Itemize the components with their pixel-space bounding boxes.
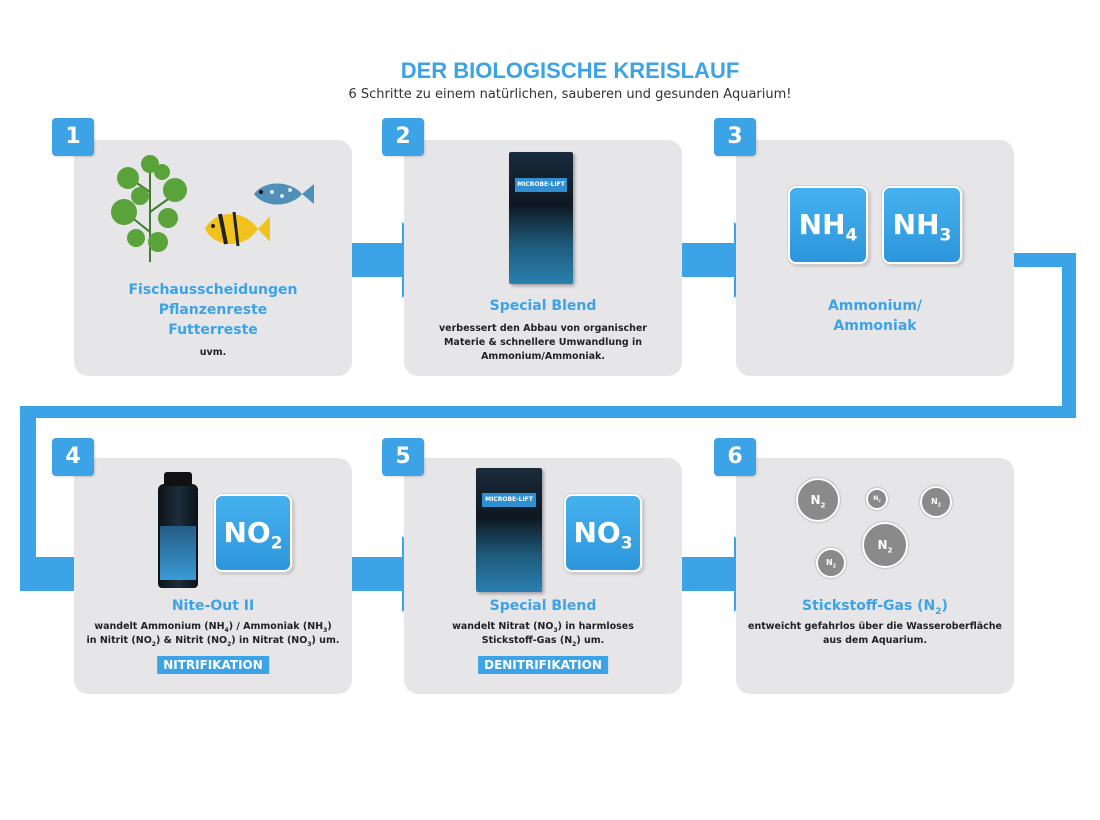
step-card-2: MICROBE-LIFT Special Blend verbessert de… xyxy=(404,140,682,376)
step-card-3: NH4 NH3 Ammonium/ Ammoniak xyxy=(736,140,1014,376)
step-number-6: 6 xyxy=(714,438,756,476)
product-bottle-icon xyxy=(158,472,198,588)
step-number-1: 1 xyxy=(52,118,94,156)
step-2-title: Special Blend xyxy=(489,298,597,314)
step-card-6: N2 N2 N2 N2 N2 Stickstoff-Gas (N2) entwe… xyxy=(736,458,1014,694)
step-1-title-line-2: Pflanzenreste xyxy=(158,302,268,318)
step-number-3: 3 xyxy=(714,118,756,156)
nitrogen-bubble: N2 xyxy=(920,486,952,518)
chem-badge-nh4: NH4 xyxy=(788,186,868,264)
step-6-desc-line-1: entweicht gefahrlos über die Wasseroberf… xyxy=(748,621,1002,632)
step-6-desc-line-2: aus dem Aquarium. xyxy=(822,635,928,646)
nitrogen-bubble: N2 xyxy=(816,548,846,578)
step-number-4: 4 xyxy=(52,438,94,476)
chem-badge-nh3: NH3 xyxy=(882,186,962,264)
step-card-1: Fischausscheidungen Pflanzenreste Futter… xyxy=(74,140,352,376)
step-1-title-line-3: Futterreste xyxy=(168,322,258,338)
step-3-title-line-2: Ammoniak xyxy=(833,318,917,334)
step-3-title-line-1: Ammonium/ xyxy=(827,298,923,314)
product-box-icon: MICROBE-LIFT xyxy=(476,468,542,592)
step-number-5: 5 xyxy=(382,438,424,476)
step-2-desc-line-2: Materie & schnellere Umwandlung in xyxy=(443,337,643,348)
chem-badge-no3: NO3 xyxy=(564,494,642,572)
step-4-desc-line-2: in Nitrit (NO2) & Nitrit (NO2) in Nitrat… xyxy=(86,635,340,648)
step-1-description: uvm. xyxy=(199,347,227,358)
step-4-title: Nite-Out II xyxy=(171,598,255,614)
denitrifikation-badge: DENITRIFIKATION xyxy=(478,656,608,674)
step-card-5: MICROBE-LIFT NO3 Special Blend wandelt N… xyxy=(404,458,682,694)
nitrogen-bubble: N2 xyxy=(866,488,888,510)
page-subtitle: 6 Schritte zu einem natürlichen, saubere… xyxy=(348,87,792,102)
step-5-desc-line-1: wandelt Nitrat (NO3) in harmloses xyxy=(452,621,634,634)
step-2-desc-line-1: verbessert den Abbau von organischer xyxy=(438,323,647,334)
nitrogen-bubble: N2 xyxy=(862,522,908,568)
step-2-desc-line-3: Ammonium/Ammoniak. xyxy=(481,351,605,362)
chem-badge-no2: NO2 xyxy=(214,494,292,572)
step-1-title-line-1: Fischausscheidungen xyxy=(128,282,298,298)
page-title: DER BIOLOGISCHE KREISLAUF xyxy=(400,58,740,83)
plant-icon xyxy=(111,155,187,262)
step-4-desc-line-1: wandelt Ammonium (NH4) / Ammoniak (NH3) xyxy=(94,621,332,634)
step-card-4: NO2 Nite-Out II wandelt Ammonium (NH4) /… xyxy=(74,458,352,694)
step-number-2: 2 xyxy=(382,118,424,156)
step-6-title: Stickstoff-Gas (N2) xyxy=(802,598,948,617)
nitrogen-bubble: N2 xyxy=(796,478,840,522)
nitrifikation-badge: NITRIFIKATION xyxy=(157,656,269,674)
fish-icon xyxy=(205,211,270,247)
step-5-title: Special Blend xyxy=(489,598,597,614)
product-box-icon: MICROBE-LIFT xyxy=(509,152,573,284)
fish-icon xyxy=(254,183,314,205)
step-5-desc-line-2: Stickstoff-Gas (N2) um. xyxy=(481,635,605,648)
